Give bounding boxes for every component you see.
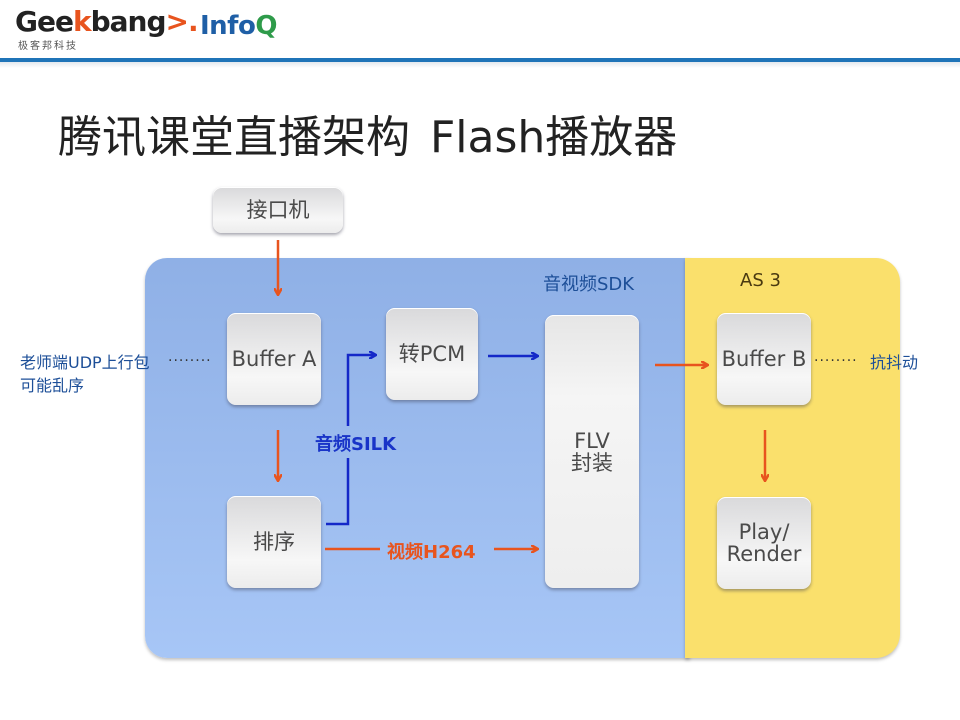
logo-text: bang <box>90 5 167 38</box>
logo-text: Gee <box>15 5 74 38</box>
audio-silk-label: 音频SILK <box>315 434 397 455</box>
node-label: Buffer A <box>231 347 317 371</box>
node-label: 封装 <box>571 450 613 475</box>
node-label: 接口机 <box>246 198 310 222</box>
node-label: Buffer B <box>721 347 807 371</box>
title-flash-player: Flash播放器 <box>430 112 678 163</box>
node-play-render: Play/ Render <box>717 497 811 589</box>
udp-annotation-line2: 可能乱序 <box>20 376 85 395</box>
node-label: FLV <box>574 428 610 453</box>
node-label: 转PCM <box>398 342 466 366</box>
node-label: Play/ <box>738 520 790 544</box>
infoq-logo: InfoQ <box>200 11 277 41</box>
node-interface: 接口机 <box>213 187 343 233</box>
geekbang-logo: Geekbang>. <box>15 5 199 38</box>
slide-header: Geekbang>. 极客邦科技 InfoQ <box>0 0 960 62</box>
node-buffer-a: Buffer A <box>227 313 321 405</box>
header-divider <box>0 58 960 62</box>
node-label: 排序 <box>253 530 295 554</box>
sdk-panel-label: 音视频SDK <box>543 274 635 295</box>
logo-text-q: Q <box>255 11 277 41</box>
header-shadow <box>0 62 960 68</box>
title-chinese: 腾讯课堂直播架构 <box>58 112 410 163</box>
video-h264-label: 视频H264 <box>387 542 476 563</box>
node-flv-mux: FLV 封装 <box>545 315 639 588</box>
node-buffer-b: Buffer B <box>717 313 811 405</box>
anti-jitter-annotation: 抗抖动 <box>870 353 919 372</box>
node-label: Render <box>726 542 802 566</box>
udp-annotation-line1: 老师端UDP上行包 <box>20 353 150 372</box>
logo-arrow-icon: >. <box>165 5 199 38</box>
node-sort: 排序 <box>227 496 321 588</box>
geekbang-logo-subtitle: 极客邦科技 <box>18 41 78 52</box>
logo-text: Info <box>200 11 256 41</box>
dotted-connector-left: ........ <box>168 349 212 365</box>
as3-panel-label: AS 3 <box>740 270 781 291</box>
dotted-connector-right: ........ <box>814 349 858 365</box>
node-to-pcm: 转PCM <box>386 308 478 400</box>
logo-text-k: k <box>72 5 92 38</box>
slide-title: 腾讯课堂直播架构 Flash播放器 <box>58 108 677 168</box>
